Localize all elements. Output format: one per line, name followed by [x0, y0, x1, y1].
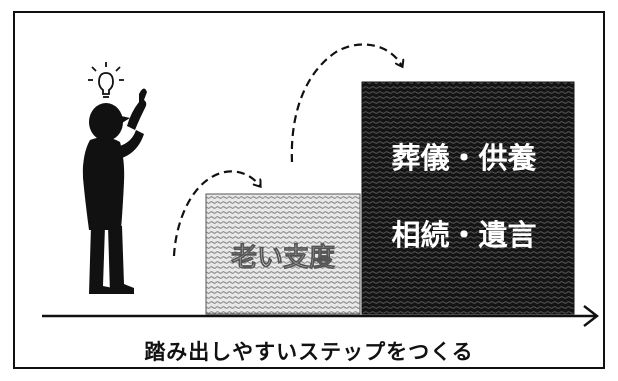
person-silhouette-icon: [82, 88, 147, 294]
step-box-dark: 葬儀・供養 相続・遺言: [361, 81, 575, 315]
dashed-arrow-icon: [290, 43, 402, 163]
step-label-2a: 葬儀・供養: [391, 141, 537, 175]
axis-arrow-icon: [42, 305, 599, 327]
step-label-1: 老い支度: [231, 242, 335, 273]
step-box-light: 老い支度: [205, 193, 361, 315]
lightbulb-icon: [88, 62, 124, 98]
dashed-arrow-icon: [172, 170, 260, 257]
step-label-2b: 相続・遺言: [391, 218, 536, 252]
frame-border: [13, 11, 605, 369]
diagram-caption: 踏み出しやすいステップをつくる: [144, 340, 474, 364]
